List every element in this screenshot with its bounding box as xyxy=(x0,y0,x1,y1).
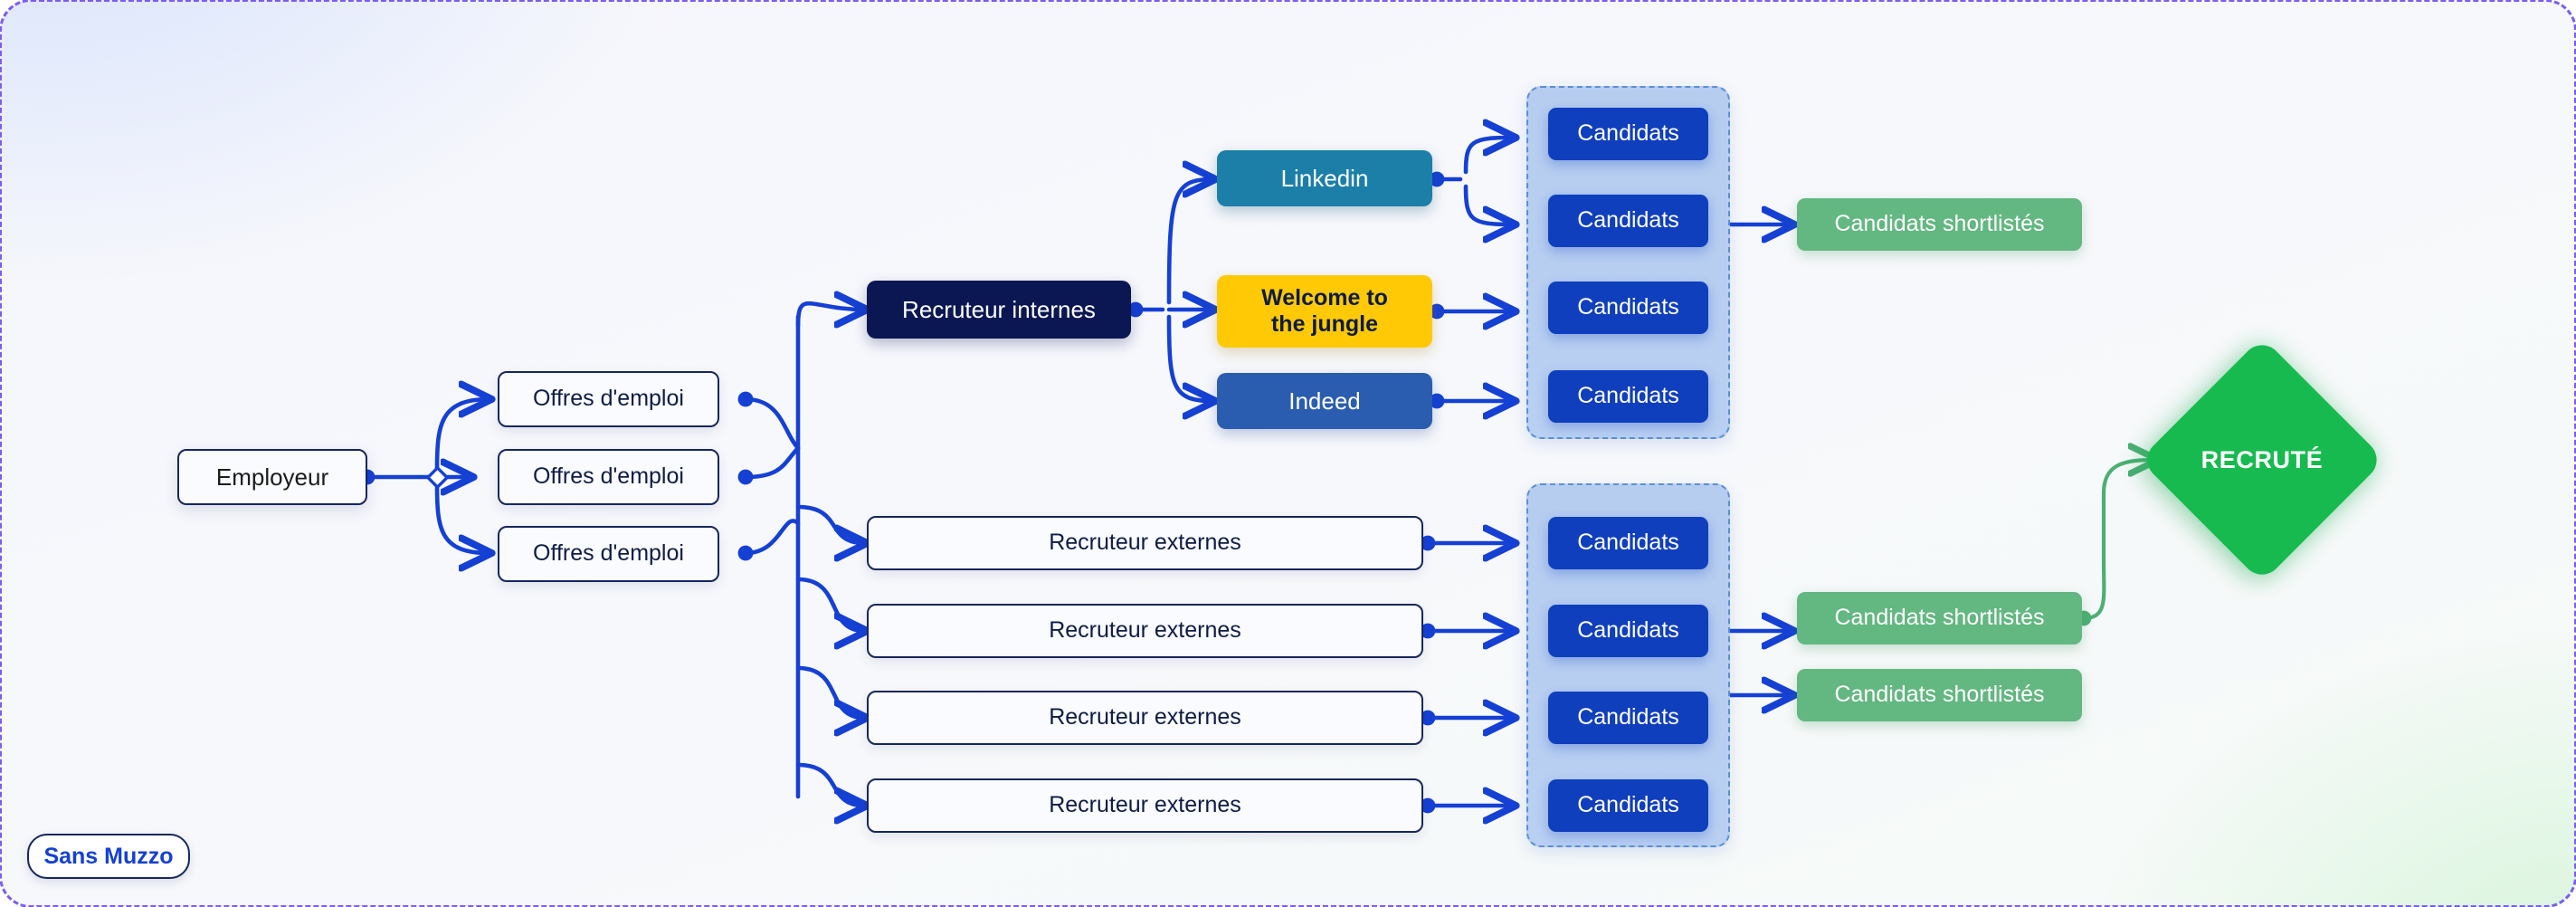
junction-diamond xyxy=(425,465,450,490)
node-label: Candidats xyxy=(1577,792,1679,818)
node-label: Candidats xyxy=(1577,617,1679,644)
node-label: Candidats xyxy=(1577,207,1679,234)
node-label: Offres d'emploi xyxy=(533,386,684,412)
node-label: Employeur xyxy=(215,463,329,491)
node-offres-demploi-2[interactable]: Offres d'emploi xyxy=(498,449,719,505)
node-recruteur-externes-2[interactable]: Recruteur externes xyxy=(867,604,1423,658)
node-label: Recruteur externes xyxy=(1049,530,1241,556)
node-platform-linkedin[interactable]: Linkedin xyxy=(1217,150,1432,206)
node-recruteur-externes-1[interactable]: Recruteur externes xyxy=(867,516,1423,570)
node-label: Candidats xyxy=(1577,120,1679,147)
node-candidat-bottom-3[interactable]: Candidats xyxy=(1548,692,1708,744)
node-label: Welcome to the jungle xyxy=(1261,284,1388,338)
node-label: Offres d'emploi xyxy=(533,540,684,567)
watermark-badge[interactable]: Sans Muzzo xyxy=(27,834,190,879)
node-candidat-bottom-4[interactable]: Candidats xyxy=(1548,779,1708,832)
node-label: Recruteur externes xyxy=(1049,792,1241,818)
node-offres-demploi-3[interactable]: Offres d'emploi xyxy=(498,526,719,582)
node-recruteur-externes-3[interactable]: Recruteur externes xyxy=(867,691,1423,745)
node-label: Indeed xyxy=(1288,387,1361,415)
node-shortlisted-bottom-2[interactable]: Candidats shortlistés xyxy=(1797,669,2082,721)
node-employeur[interactable]: Employeur xyxy=(177,449,367,505)
node-shortlisted-top-1[interactable]: Candidats shortlistés xyxy=(1797,198,2082,251)
node-candidat-bottom-1[interactable]: Candidats xyxy=(1548,517,1708,569)
node-label: Candidats xyxy=(1577,294,1679,320)
node-label: Candidats shortlistés xyxy=(1834,211,2045,237)
node-label: Candidats xyxy=(1577,383,1679,409)
node-offres-demploi-1[interactable]: Offres d'emploi xyxy=(498,371,719,427)
node-label: Recruteur externes xyxy=(1049,617,1241,644)
node-shortlisted-bottom-1[interactable]: Candidats shortlistés xyxy=(1797,592,2082,644)
node-label: Candidats shortlistés xyxy=(1834,682,2045,708)
node-platform-indeed[interactable]: Indeed xyxy=(1217,373,1432,429)
node-label: Recruteur externes xyxy=(1049,704,1241,730)
node-label: Candidats xyxy=(1577,704,1679,730)
node-candidat-top-1[interactable]: Candidats xyxy=(1548,108,1708,160)
green-edge-recruited xyxy=(2081,460,2155,621)
node-label: Candidats shortlistés xyxy=(1834,605,2045,631)
node-label: Linkedin xyxy=(1280,164,1369,192)
node-candidat-top-2[interactable]: Candidats xyxy=(1548,195,1708,247)
node-label: Candidats xyxy=(1577,530,1679,556)
watermark-label: Sans Muzzo xyxy=(43,843,174,869)
node-recruited-label: RECRUTÉ xyxy=(2175,373,2349,547)
node-candidat-top-3[interactable]: Candidats xyxy=(1548,282,1708,334)
node-platform-welcome-to-the-jungle[interactable]: Welcome to the jungle xyxy=(1217,275,1432,348)
node-candidat-top-4[interactable]: Candidats xyxy=(1548,370,1708,423)
node-recruteur-internes[interactable]: Recruteur internes xyxy=(867,281,1131,339)
node-recruteur-externes-4[interactable]: Recruteur externes xyxy=(867,778,1423,833)
node-candidat-bottom-2[interactable]: Candidats xyxy=(1548,605,1708,657)
node-label: Recruteur internes xyxy=(902,295,1096,323)
node-label: Offres d'emploi xyxy=(533,463,684,490)
node-label: RECRUTÉ xyxy=(2201,445,2324,473)
